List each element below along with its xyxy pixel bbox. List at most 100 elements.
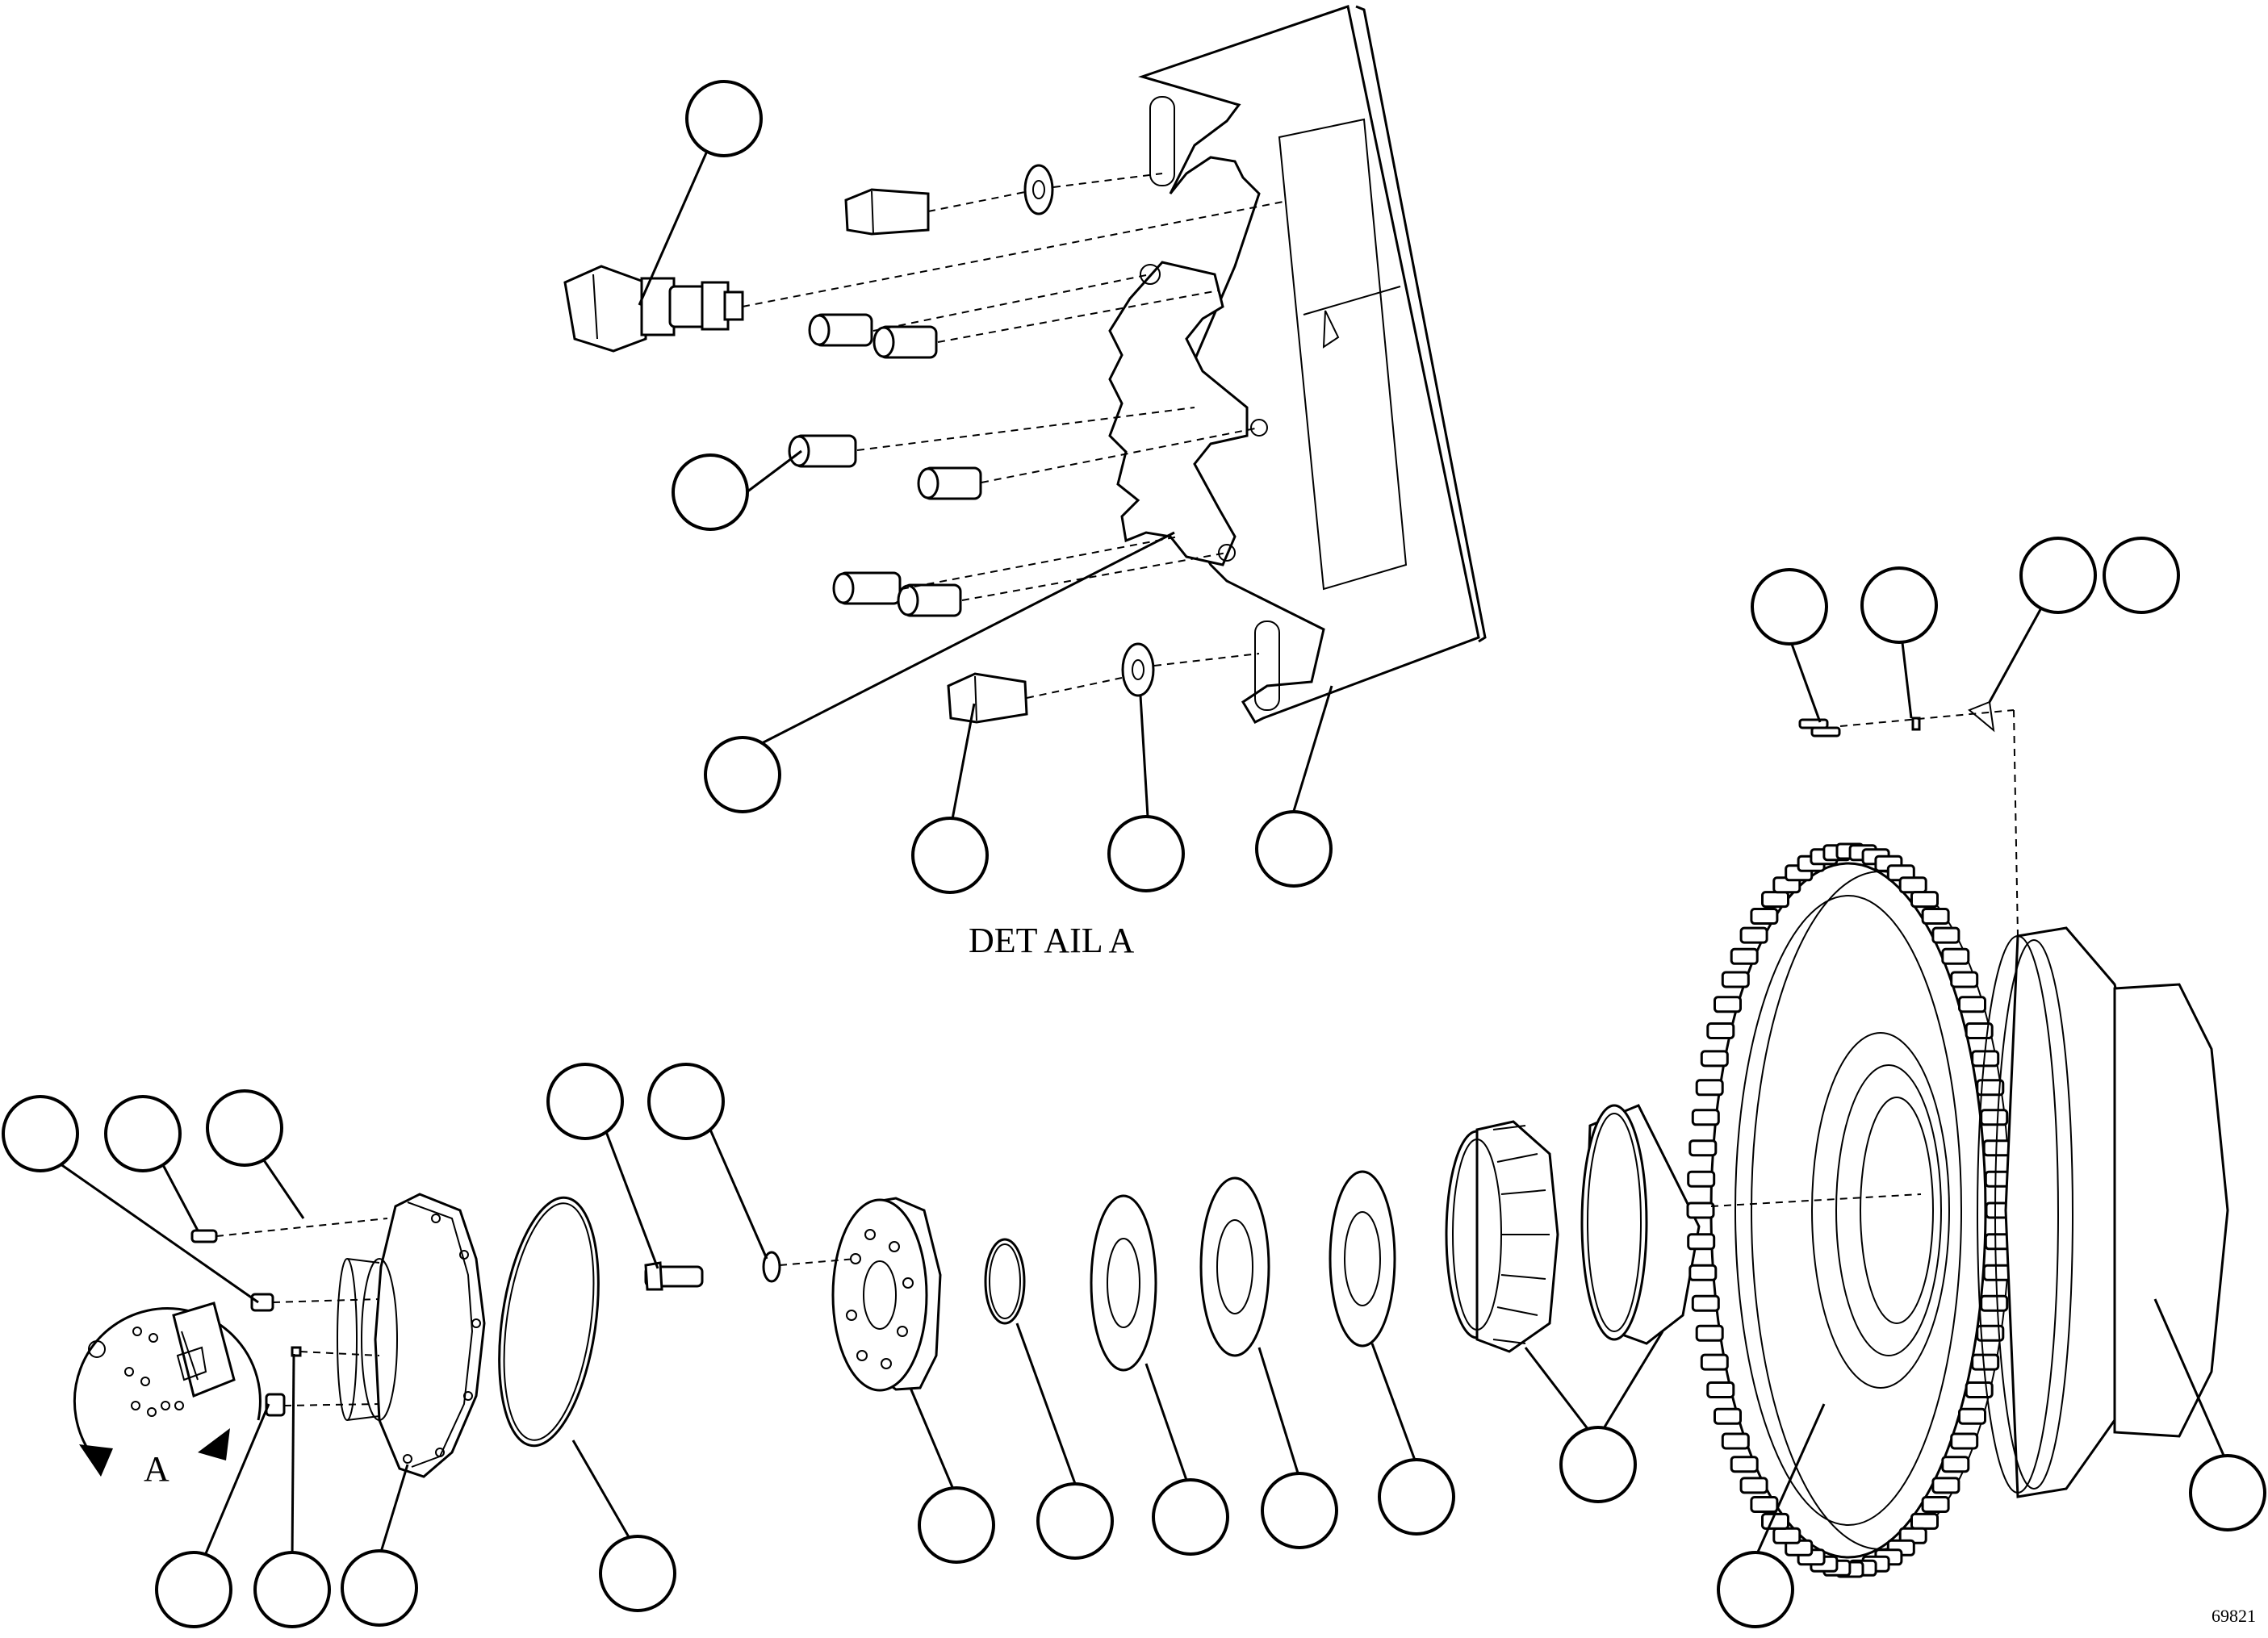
gear-tooth <box>1739 1477 1768 1494</box>
center-bolt <box>644 1261 704 1291</box>
sensor-ring <box>1108 261 1268 566</box>
callout-bubble <box>1152 1478 1229 1556</box>
callout-circle <box>253 1551 331 1628</box>
callout-bubbles <box>2 80 2266 1628</box>
gear-tooth <box>1691 1294 1720 1312</box>
seal-ring <box>984 1238 1026 1325</box>
callout-circle <box>2103 537 2180 614</box>
callout-circle <box>1261 1472 1338 1549</box>
gear-tooth <box>1980 1109 2009 1126</box>
callout-circle <box>104 1095 182 1172</box>
callout-bubble <box>1378 1458 1455 1536</box>
gear-tooth <box>1950 1432 1979 1450</box>
callout-bubble <box>155 1551 232 1628</box>
gear-tooth <box>1921 908 1950 925</box>
washer-upper <box>1023 164 1054 215</box>
bearing-cone <box>1445 1120 1559 1353</box>
gear-tooth <box>1688 1139 1718 1157</box>
callout-bubble <box>2189 1454 2266 1531</box>
callout-bubble <box>1860 566 1938 644</box>
callout-bubble <box>1717 1551 1794 1628</box>
gear-tooth <box>1706 1381 1735 1398</box>
callout-circle <box>1717 1551 1794 1628</box>
callout-circle <box>1036 1482 1114 1560</box>
callout-circle <box>918 1486 995 1564</box>
gear-tooth <box>1721 1432 1750 1450</box>
gear-tooth <box>1700 1353 1729 1371</box>
gear-tooth <box>1688 1264 1718 1281</box>
wheel-hub <box>1977 926 2229 1498</box>
gear-tooth <box>1706 1022 1735 1039</box>
callout-circle <box>1559 1426 1637 1503</box>
gear-tooth <box>1958 1407 1986 1425</box>
detail-a-assembly-lines <box>742 173 1284 699</box>
gear-tooth <box>1761 891 1789 909</box>
shim-3 <box>1329 1170 1396 1348</box>
gear-tooth <box>1772 1527 1801 1544</box>
callout-bubble <box>1559 1426 1637 1503</box>
callout-bubble <box>647 1063 725 1140</box>
callout-circle <box>647 1063 725 1140</box>
gear-tooth <box>1761 1512 1789 1530</box>
gear-tooth <box>1921 1496 1950 1513</box>
gear-tooth <box>1714 996 1742 1013</box>
gear-tooth <box>1739 926 1768 944</box>
callout-circle <box>155 1551 232 1628</box>
callout-bubble <box>104 1095 182 1172</box>
gear-tooth <box>1976 1079 2005 1097</box>
gear-tooth <box>1695 1079 1724 1097</box>
o-ring <box>498 1196 600 1448</box>
callout-bubble <box>1261 1472 1338 1549</box>
callout-circle <box>206 1089 283 1167</box>
gear-tooth <box>1910 1512 1939 1530</box>
callout-bubble <box>1036 1482 1114 1560</box>
speed-sensor <box>563 265 744 353</box>
callout-circle <box>911 817 989 894</box>
gear-tooth <box>1750 1496 1779 1513</box>
callout-bubble <box>1255 810 1333 888</box>
callout-circle <box>672 453 749 531</box>
callout-circle <box>2189 1454 2266 1531</box>
gear-tooth <box>1714 1407 1742 1425</box>
small-washer <box>762 1251 781 1283</box>
detail-a-assembly <box>563 5 1487 724</box>
callout-bubble <box>2019 537 2097 614</box>
gear-tooth <box>1750 908 1779 925</box>
figure-number: 69821 <box>2212 1606 2256 1626</box>
hub-spacer-disc <box>831 1197 942 1392</box>
gear-tooth <box>1700 1050 1729 1068</box>
callout-circle <box>704 736 781 813</box>
detail-a-label: DET AIL A <box>969 921 1135 960</box>
gear-tooth <box>1898 876 1927 894</box>
callout-circle <box>1107 815 1185 892</box>
hex-bolt-upper <box>844 188 930 236</box>
hex-bolt-lower <box>947 672 1028 724</box>
callout-circle <box>599 1535 676 1612</box>
callout-bubble <box>1107 815 1185 892</box>
callout-bubble <box>911 817 989 894</box>
gear-tooth <box>1976 1324 2005 1342</box>
gear-tooth <box>1687 1170 1716 1188</box>
view-a-inset <box>73 1302 262 1477</box>
callout-circle <box>341 1549 418 1627</box>
gear-tooth <box>1695 1324 1724 1342</box>
gear-tooth <box>1980 1294 2009 1312</box>
callout-bubble <box>685 80 763 157</box>
cap-screws <box>788 313 982 617</box>
callout-circle <box>1152 1478 1229 1556</box>
view-a-label: A <box>144 1449 169 1489</box>
callout-circle <box>685 80 763 157</box>
gear-tooth <box>1965 1381 1994 1398</box>
tone-gear <box>1686 842 2014 1578</box>
callout-circle <box>1860 566 1938 644</box>
callout-circle <box>2019 537 2097 614</box>
gear-tooth <box>1910 891 1939 909</box>
callout-bubble <box>253 1551 331 1628</box>
gear-tooth <box>1941 947 1970 965</box>
callout-bubble <box>2103 537 2180 614</box>
gear-tooth <box>1931 926 1960 944</box>
gear-tooth <box>1730 947 1759 965</box>
gear-tooth <box>1730 1456 1759 1473</box>
